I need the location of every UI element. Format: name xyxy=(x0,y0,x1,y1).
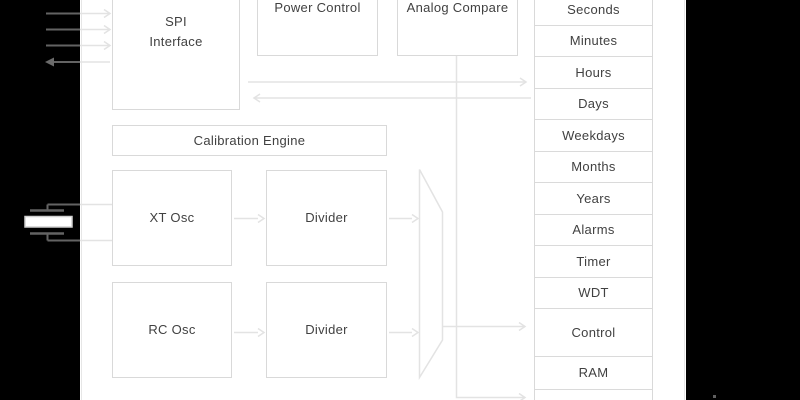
register-row: Days xyxy=(535,88,652,120)
block-label: Analog Compare xyxy=(406,0,509,15)
block-divider-rc: Divider xyxy=(266,282,387,378)
register-label: Hours xyxy=(575,64,612,80)
spi-register-bus xyxy=(248,77,531,103)
mux-output-arrow xyxy=(443,321,527,332)
right-crop-panel xyxy=(686,0,800,400)
block-label: Interface xyxy=(149,34,203,49)
arrow-right-icon xyxy=(518,392,527,400)
chip-outline-left xyxy=(80,0,82,400)
mux-shape xyxy=(418,169,444,381)
arrow-right-icon xyxy=(257,327,266,338)
arrow-right-icon xyxy=(411,327,420,338)
block-analog-compare: Analog Compare xyxy=(397,0,518,56)
register-row: Alarms xyxy=(535,214,652,246)
register-row: Hours xyxy=(535,57,652,89)
block-label: Divider xyxy=(305,322,348,337)
block-rc-osc: RC Osc xyxy=(112,282,232,378)
block-label: RC Osc xyxy=(148,322,196,337)
register-label: Control xyxy=(571,325,616,340)
register-label: Minutes xyxy=(569,33,618,49)
spi-bus-lines xyxy=(80,8,112,63)
analog-compare-line xyxy=(455,56,527,400)
block-power-control: Power Control xyxy=(257,0,378,56)
register-row: Weekdays xyxy=(535,120,652,152)
block-label: Power Control xyxy=(274,0,361,15)
register-label: Years xyxy=(576,190,611,206)
register-row: RAM xyxy=(535,357,652,390)
block-label: XT Osc xyxy=(149,210,195,225)
register-row: Minutes xyxy=(535,25,652,57)
block-label: Calibration Engine xyxy=(193,132,306,148)
arrow-left-icon xyxy=(252,93,261,103)
register-row-partial xyxy=(535,389,652,400)
arrow-right-icon xyxy=(103,8,112,19)
block-label: Divider xyxy=(305,210,348,225)
register-row: Years xyxy=(535,183,652,215)
block-divider-xt: Divider xyxy=(266,170,387,266)
register-label: Timer xyxy=(576,253,611,269)
arrow-right-icon xyxy=(257,213,266,224)
register-row: Months xyxy=(535,151,652,183)
register-label: RAM xyxy=(578,365,609,381)
arrow-right-icon xyxy=(103,40,112,51)
register-row: WDT xyxy=(535,277,652,309)
block-calibration-engine: Calibration Engine xyxy=(112,125,387,156)
register-row: Timer xyxy=(535,246,652,278)
register-label: Weekdays xyxy=(562,127,625,143)
left-crop-panel xyxy=(0,0,80,400)
arrow-right-icon xyxy=(103,24,112,35)
register-label: Alarms xyxy=(572,222,615,238)
register-file: Seconds Minutes Hours Days Weekdays Mont… xyxy=(534,0,653,400)
block-spi-interface: SPI Interface xyxy=(112,0,240,110)
arrow-right-icon xyxy=(411,213,420,224)
register-row: Seconds xyxy=(535,0,652,26)
arrow-right-icon xyxy=(518,321,527,332)
register-label: Days xyxy=(578,96,609,112)
arrow-right-icon xyxy=(519,77,528,87)
register-label: WDT xyxy=(578,285,609,301)
register-label: Months xyxy=(571,159,616,175)
block-label: SPI xyxy=(165,14,187,29)
crystal-wires xyxy=(80,203,112,242)
chip-outline-right xyxy=(684,0,685,400)
register-label: Seconds xyxy=(567,1,620,17)
register-row: Control xyxy=(535,309,652,357)
block-xt-osc: XT Osc xyxy=(112,170,232,266)
